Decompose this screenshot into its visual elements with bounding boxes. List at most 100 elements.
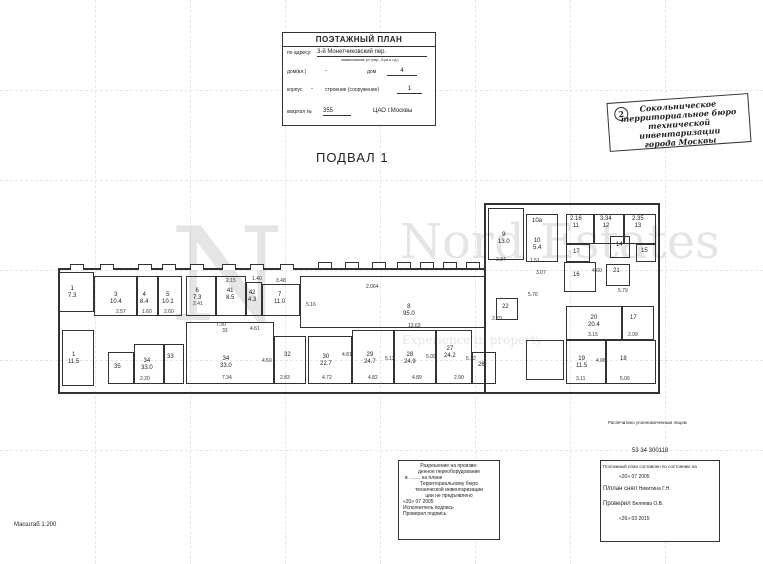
window (466, 262, 480, 268)
dimension: 2.83 (280, 375, 290, 381)
window (318, 262, 332, 268)
stamp-line4: на плане (421, 475, 443, 481)
room (262, 284, 300, 316)
room (108, 352, 134, 384)
room (186, 276, 216, 316)
room (186, 322, 274, 384)
stamp-check-label: Проверил (403, 511, 427, 517)
korpus-value: - (311, 86, 313, 92)
room (394, 330, 436, 384)
room-label: 10a (532, 218, 543, 224)
stamp-line5: Территориальному бюро (420, 481, 478, 487)
stroenie-label: строение (сооружение) (325, 87, 380, 93)
plan-title: ПОЭТАЖНЫЙ ПЛАН (283, 33, 435, 47)
room (564, 262, 596, 292)
dimension: 4.82 (368, 375, 378, 381)
window (162, 264, 176, 270)
drawer-name: Никитина Г.Н. (638, 486, 671, 492)
made-month: 07 (631, 474, 638, 480)
room (610, 236, 630, 258)
registry-code: 53 34 300118 (632, 448, 669, 454)
dimension: 2.84 (496, 257, 506, 263)
room-label: 26 (478, 362, 485, 368)
room (636, 244, 656, 262)
room-label: 15 (641, 248, 648, 254)
dimension: 4.61 (250, 326, 260, 332)
dimension: 5.16 (306, 302, 316, 308)
made-year: 2005 (638, 474, 650, 480)
dimension: 5.79 (618, 288, 628, 294)
printed-by-note: Распечатано уполномоченным лицом (608, 420, 687, 425)
dimension: 5.12 (385, 356, 395, 362)
dimension: 2.15 (226, 278, 236, 284)
room (58, 272, 94, 312)
room-label: 14 (616, 242, 623, 248)
stamp-line7: ции не предъявлено (425, 493, 473, 499)
dimension: 2.064 (366, 284, 379, 290)
room (566, 306, 622, 340)
dimension: 3.11 (576, 376, 586, 382)
dom-label: дом (367, 69, 377, 75)
room (137, 276, 158, 316)
dimension: 4.89 (412, 375, 422, 381)
dom-value: 4 (387, 68, 417, 76)
room (606, 340, 656, 384)
address-value: 3-й Монетчиковский пер. (317, 49, 427, 57)
room-label: 17 (630, 315, 637, 321)
dimension: 2.41 (193, 301, 203, 307)
room-label: 21 (613, 268, 620, 274)
dimension: 5.06 (620, 376, 630, 382)
stamp-exec-value: подпись (434, 505, 454, 511)
checker-name: Беляева О.В. (632, 501, 664, 507)
room (352, 330, 394, 384)
made-day: 20 (621, 474, 628, 480)
room (526, 214, 558, 262)
room (216, 276, 246, 316)
stamp-day: 20 (405, 499, 412, 505)
window (100, 264, 114, 270)
dimension: 5.09 (426, 354, 436, 360)
window (397, 262, 411, 268)
window (70, 264, 84, 270)
check-day: 26 (621, 516, 628, 522)
room (158, 276, 182, 316)
room (594, 214, 624, 244)
house-value: - (325, 68, 327, 74)
house-label: дом(вл.) (287, 69, 307, 75)
dimension: 1.51 (530, 258, 540, 264)
room (526, 340, 564, 380)
window (420, 262, 434, 268)
room (94, 276, 137, 316)
room-large (300, 276, 486, 328)
stamp-line2: денное переоборудование (417, 469, 481, 475)
room (436, 330, 472, 384)
room-label: 32 (284, 352, 291, 358)
room (134, 344, 164, 384)
room (246, 282, 262, 316)
dimension: 4.81 (342, 352, 352, 358)
dimension: 33 (222, 328, 228, 334)
dimension: 4.72 (322, 375, 332, 381)
drawer-label: П/план снял (603, 486, 638, 492)
room (606, 264, 630, 286)
dimension: 2.99 (628, 332, 638, 338)
dimension: 1.40 (252, 276, 262, 282)
room (164, 344, 184, 384)
window (138, 264, 152, 270)
stamp-line3: в (405, 475, 408, 481)
